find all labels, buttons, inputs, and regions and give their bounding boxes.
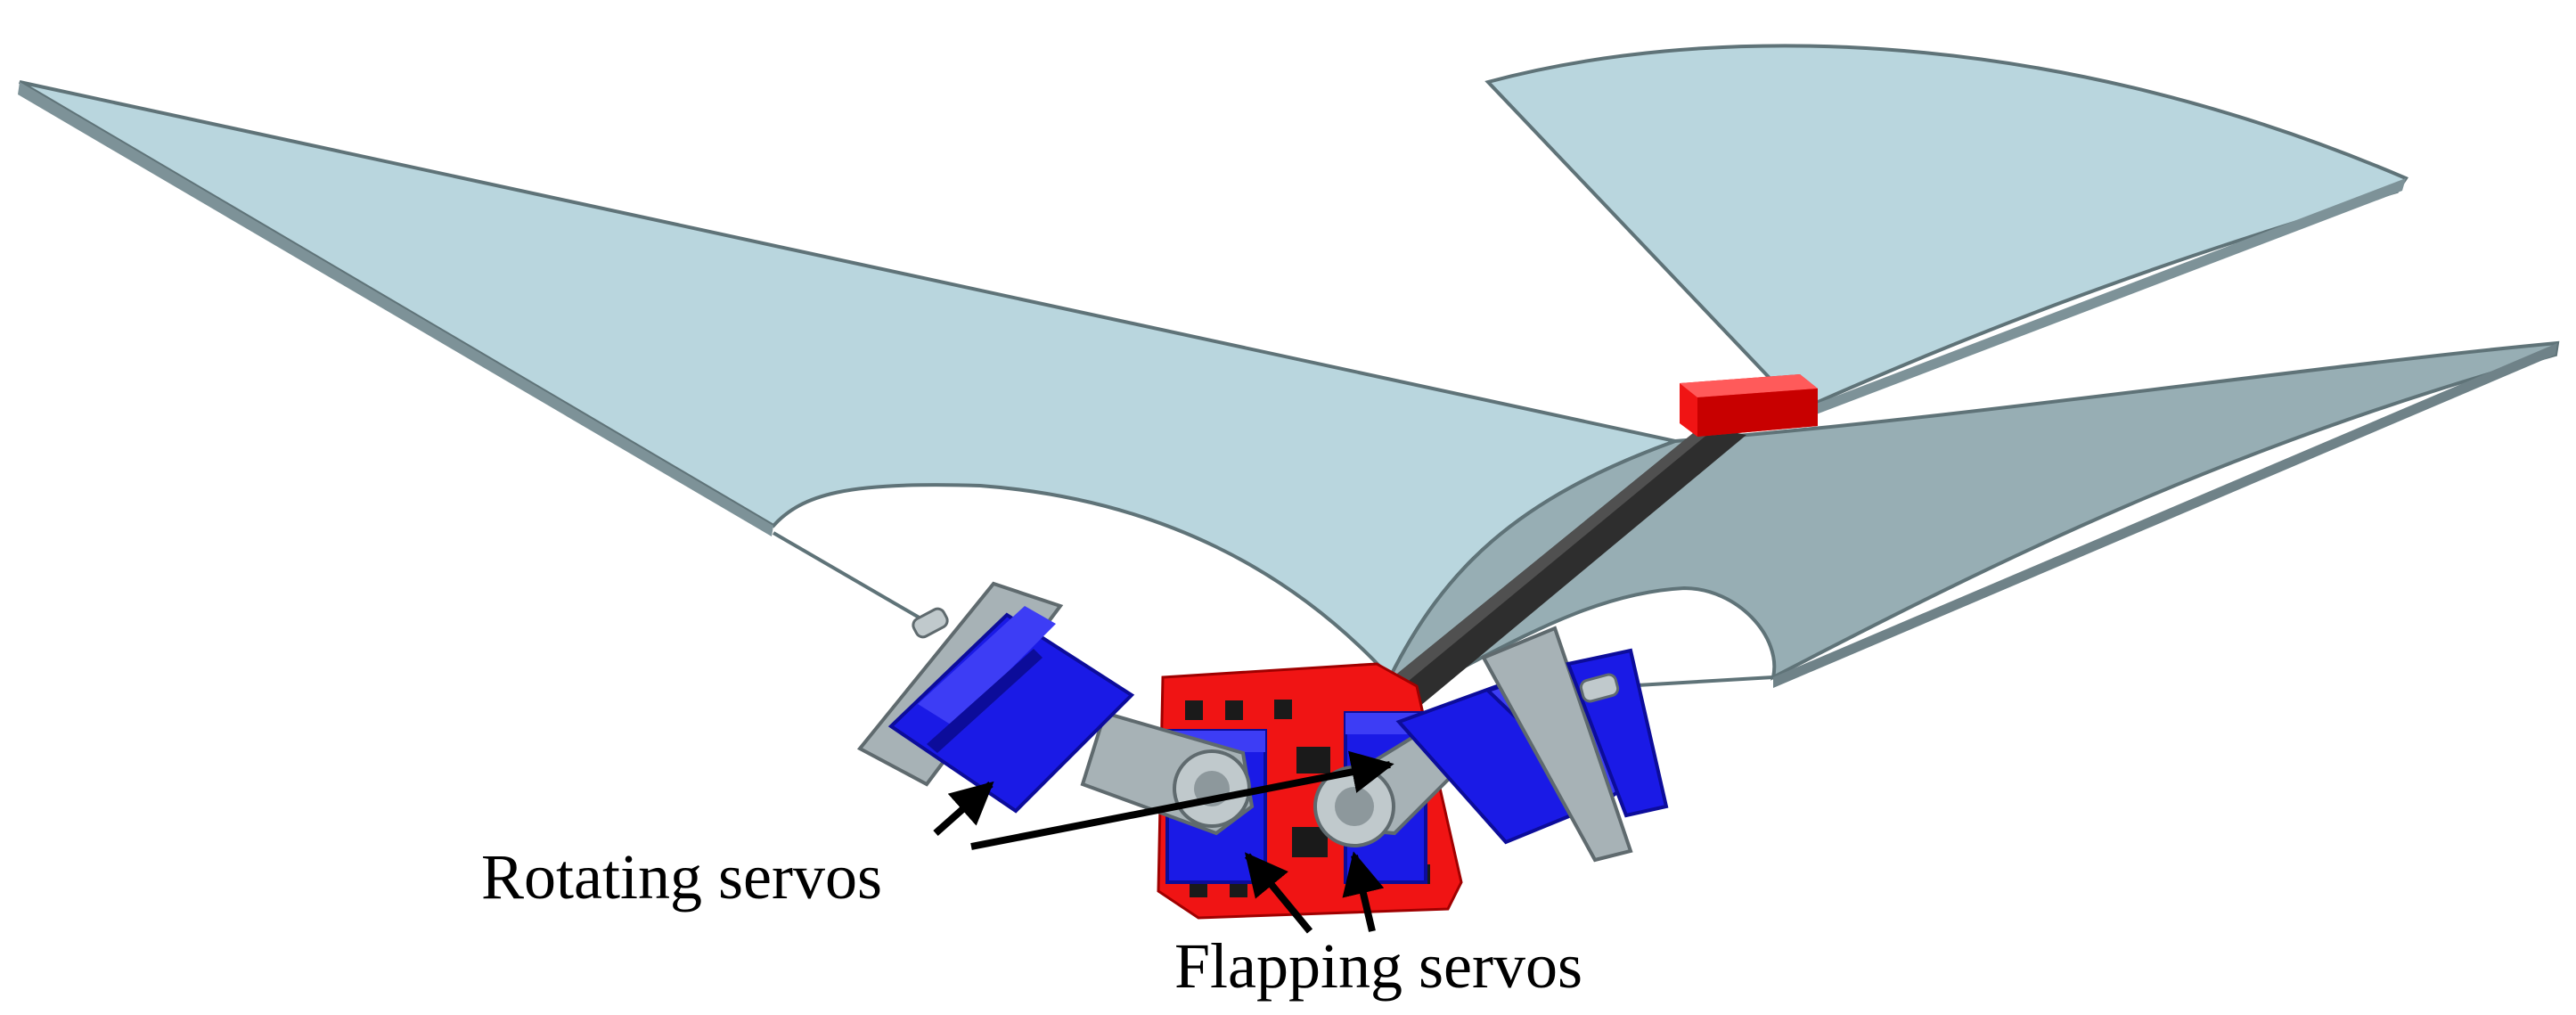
left-rotating-servo [856, 581, 1135, 814]
right-wing [1386, 340, 2560, 688]
right-rotating-servo [1395, 626, 1669, 863]
tail-fin [1484, 44, 2408, 421]
spine-rod [1354, 426, 1746, 724]
rotating-servos-label: Rotating servos [481, 841, 882, 913]
arrow-rotating-left [933, 781, 994, 836]
arrow-flapping-right [1342, 851, 1385, 932]
left-wing [18, 80, 1682, 681]
tail-connector [1680, 374, 1818, 437]
flapping-servos-label: Flapping servos [1174, 930, 1582, 1002]
arrow-rotating-right [970, 750, 1394, 850]
arrow-flapping-left [1244, 852, 1313, 934]
callout-arrows [933, 750, 1394, 934]
